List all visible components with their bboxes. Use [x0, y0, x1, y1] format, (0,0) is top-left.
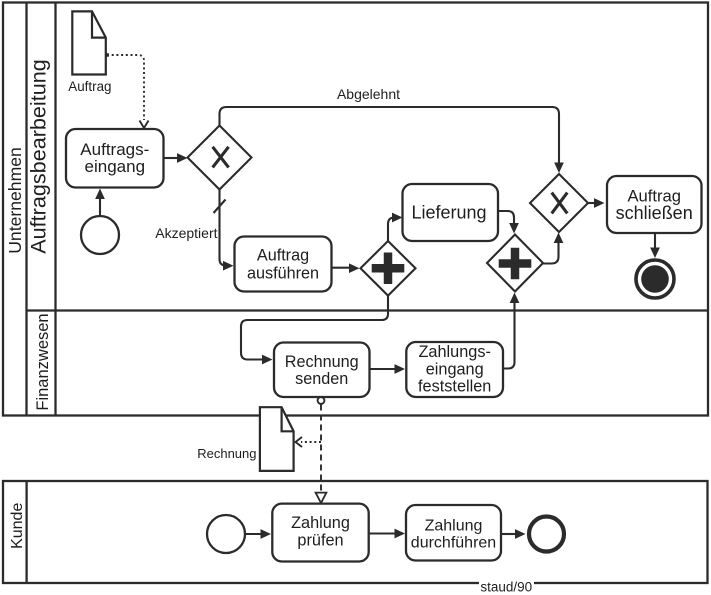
svg-text:Akzeptiert: Akzeptiert	[155, 225, 217, 241]
svg-text:Auftrag: Auftrag	[627, 186, 681, 205]
svg-text:Auftrag: Auftrag	[68, 79, 111, 94]
svg-text:Kunde: Kunde	[9, 503, 26, 549]
svg-text:eingang: eingang	[426, 360, 484, 378]
svg-text:staud/90: staud/90	[480, 580, 532, 595]
svg-text:Auftrags-: Auftrags-	[80, 140, 149, 159]
svg-text:Finanzwesen: Finanzwesen	[34, 313, 52, 410]
svg-text:schließen: schließen	[616, 203, 693, 223]
svg-text:feststellen: feststellen	[418, 378, 491, 396]
svg-text:Rechnung: Rechnung	[197, 446, 256, 461]
svg-text:Zahlung: Zahlung	[425, 518, 483, 535]
svg-text:prüfen: prüfen	[297, 531, 343, 549]
svg-text:Zahlung: Zahlung	[291, 514, 350, 532]
svg-text:senden: senden	[295, 370, 348, 388]
svg-text:Abgelehnt: Abgelehnt	[337, 86, 400, 102]
svg-text:Zahlungs-: Zahlungs-	[418, 343, 490, 361]
svg-text:eingang: eingang	[85, 157, 146, 176]
svg-text:Auftragsbearbeitung: Auftragsbearbeitung	[26, 59, 51, 253]
svg-text:durchführen: durchführen	[411, 535, 496, 552]
svg-text:ausführen: ausführen	[247, 264, 319, 282]
svg-text:Rechnung: Rechnung	[285, 353, 359, 371]
svg-text:Unternehmen: Unternehmen	[5, 147, 25, 254]
svg-text:Auftrag: Auftrag	[257, 247, 309, 265]
svg-text:Lieferung: Lieferung	[411, 202, 486, 222]
